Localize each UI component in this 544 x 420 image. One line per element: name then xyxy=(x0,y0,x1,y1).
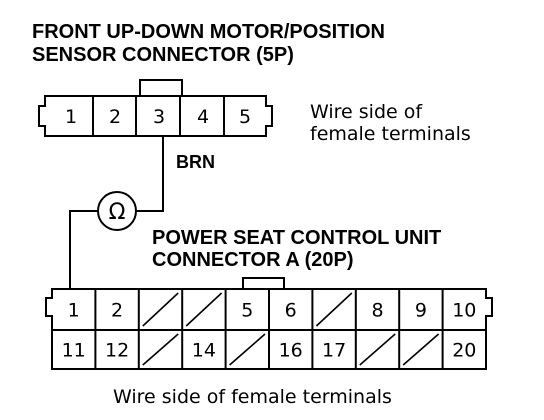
connector-20p-grid xyxy=(94,289,444,369)
connector-20p-title-line1: POWER SEAT CONTROL UNIT xyxy=(152,227,441,249)
empty-cavity-slash xyxy=(359,333,396,366)
connector-5p-lock-tab xyxy=(139,79,183,97)
wire-brn xyxy=(137,136,164,212)
connector-5p-pin-2: 2 xyxy=(109,106,121,128)
connector-20p-title-line2: CONNECTOR A (20P) xyxy=(152,249,354,271)
connector-20p-pin-11: 11 xyxy=(62,340,86,362)
connector-5p-pin-5: 5 xyxy=(239,106,251,128)
connector-20p-pin-14: 14 xyxy=(192,340,216,362)
ohm-icon: Ω xyxy=(109,200,126,225)
connector-5p-title-line2: SENSOR CONNECTOR (5P) xyxy=(32,44,294,66)
empty-cavity-slash xyxy=(142,333,179,366)
connector-20p-pin-8: 8 xyxy=(371,300,383,322)
empty-cavity-slash xyxy=(142,292,179,327)
connector-20p-shell xyxy=(45,288,493,370)
connector-20p-view-note: Wire side of female terminals xyxy=(113,386,392,408)
connector-20p-pin-5: 5 xyxy=(241,300,253,322)
connector-20p-pin-9: 9 xyxy=(415,300,427,322)
connector-20p-pin-12: 12 xyxy=(105,340,129,362)
empty-cavity-slash xyxy=(315,292,353,327)
empty-cavity-slash xyxy=(229,333,266,366)
connector-20p-pin-17: 17 xyxy=(322,340,346,362)
wire-color-label: BRN xyxy=(176,152,215,172)
connector-5p-pin-3: 3 xyxy=(153,106,165,128)
connector-5p: 1 2 3 4 5 xyxy=(38,79,273,137)
connector-5p-title-line1: FRONT UP-DOWN MOTOR/POSITION xyxy=(32,21,385,43)
connector-20p-lock-tab xyxy=(242,277,285,290)
connector-20p-pin-2: 2 xyxy=(111,300,123,322)
connector-5p-view-note-line2: female terminals xyxy=(310,123,471,145)
connector-20p-pin-1: 1 xyxy=(68,300,80,322)
wire-to-20p-pin-1 xyxy=(69,210,98,289)
connector-20p-pin-16: 16 xyxy=(279,340,303,362)
connector-20p-pin-10: 10 xyxy=(452,300,476,322)
connector-5p-pin-1: 1 xyxy=(65,106,77,128)
connector-20p-pin-20: 20 xyxy=(452,340,476,362)
empty-cavity-slash xyxy=(402,333,440,366)
connector-5p-pin-4: 4 xyxy=(197,106,209,128)
connector-5p-view-note-line1: Wire side of xyxy=(310,101,423,123)
empty-cavity-slash xyxy=(185,292,223,327)
connector-5p-shell xyxy=(38,95,273,137)
connector-20p-pin-6: 6 xyxy=(285,300,297,322)
